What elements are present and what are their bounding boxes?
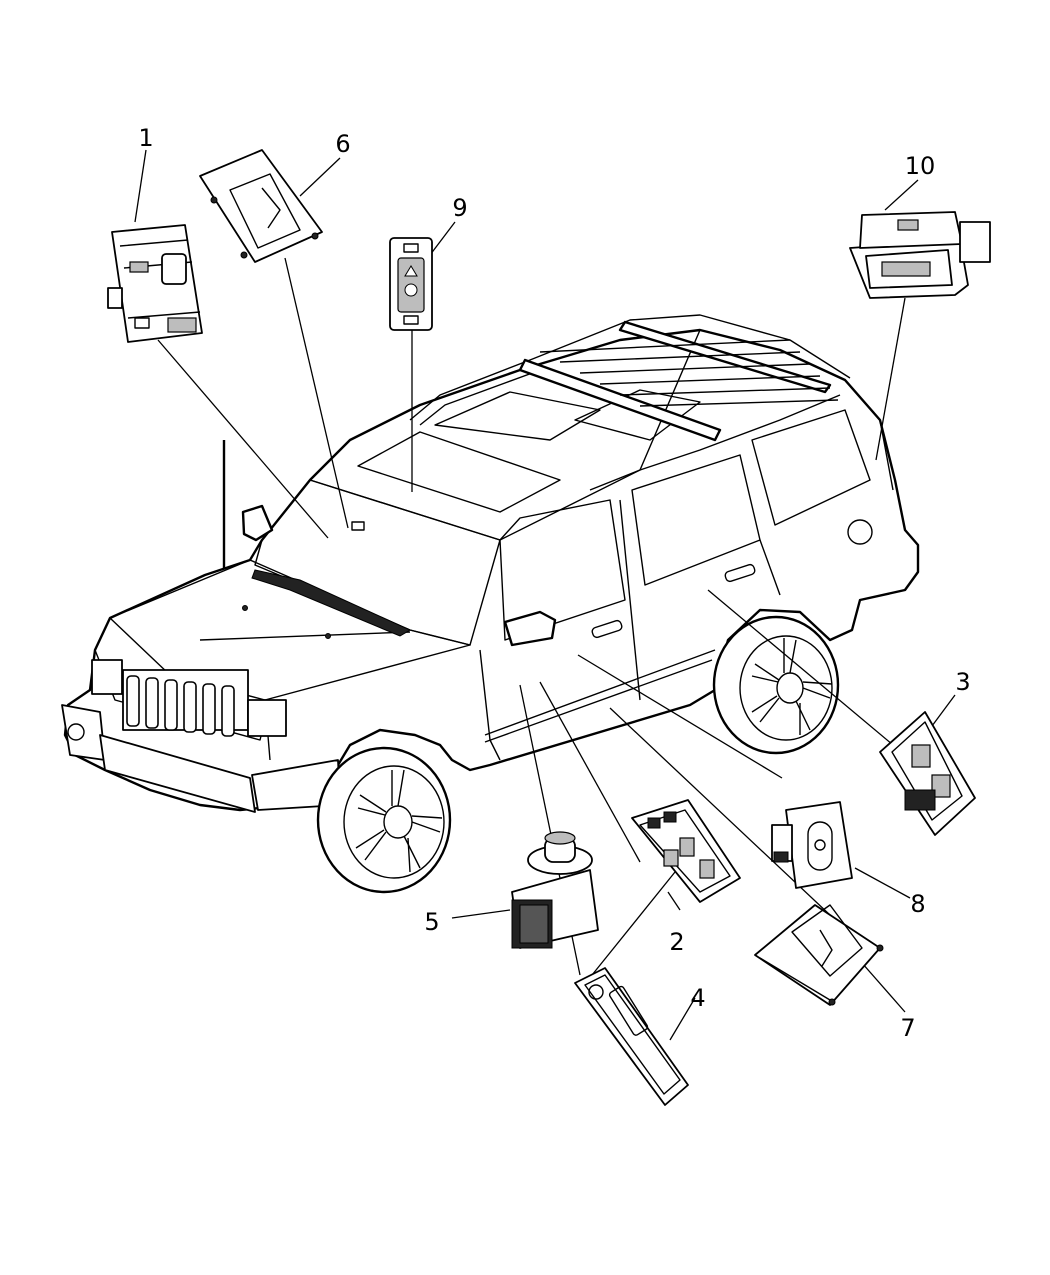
headlamp-right [247,699,287,737]
callout-2: 2 [669,928,684,956]
callout-9: 9 [452,194,467,222]
callout-10: 10 [905,152,936,180]
vehicle-illustration [61,314,920,894]
leader-8a [854,867,911,899]
part-3-window-switch [879,711,976,836]
front-wheel [316,746,452,894]
callout-5: 5 [424,908,439,936]
headlamp-left [91,659,123,695]
callout-1: 1 [138,124,153,152]
part-10-switch-module [849,211,991,299]
part-6-control-module [199,149,323,263]
part-2-window-switch [631,799,741,903]
leader-3a [931,694,956,727]
part-8-switch-bezel [771,801,853,889]
part-9-switch [389,237,433,331]
leader-2c [587,871,676,981]
leader-2a [667,891,681,911]
front-fascia [61,649,341,813]
leader-6b [284,257,349,529]
leader-7b [609,707,831,916]
callout-8: 8 [910,890,925,918]
part-5-mirror-switch [511,831,599,949]
side-mirror-right [503,610,557,647]
leader-8b [577,654,783,779]
leader-4 [669,997,696,1041]
leader-10b [875,297,906,461]
callout-7: 7 [900,1014,915,1042]
fog-lamp-left [67,723,85,741]
roof [309,329,701,541]
leader-5a [451,909,511,919]
leader-9a [429,221,456,256]
leader-6a [299,157,341,197]
rear-wheel [712,615,840,755]
leader-1a [134,149,147,223]
leader-10a [884,179,919,211]
side-mirror-left [241,504,274,542]
part-7-control-module [754,904,884,1006]
leader-3b [707,589,906,756]
rear-door-handle [724,563,756,583]
front-bumper [99,734,256,813]
leader-2b [539,681,641,863]
sunroof-front [357,431,561,513]
callout-6: 6 [335,130,350,158]
callout-3: 3 [955,668,970,696]
part-1-overhead-console [107,224,203,343]
quarter-window [751,409,871,526]
wiper [251,569,412,637]
part-4-switch-bezel [574,967,689,1106]
callout-4: 4 [690,984,705,1012]
fuel-door [847,519,873,545]
roof-rack [409,314,851,491]
front-door-handle [591,619,623,639]
leader-1b [157,339,329,539]
